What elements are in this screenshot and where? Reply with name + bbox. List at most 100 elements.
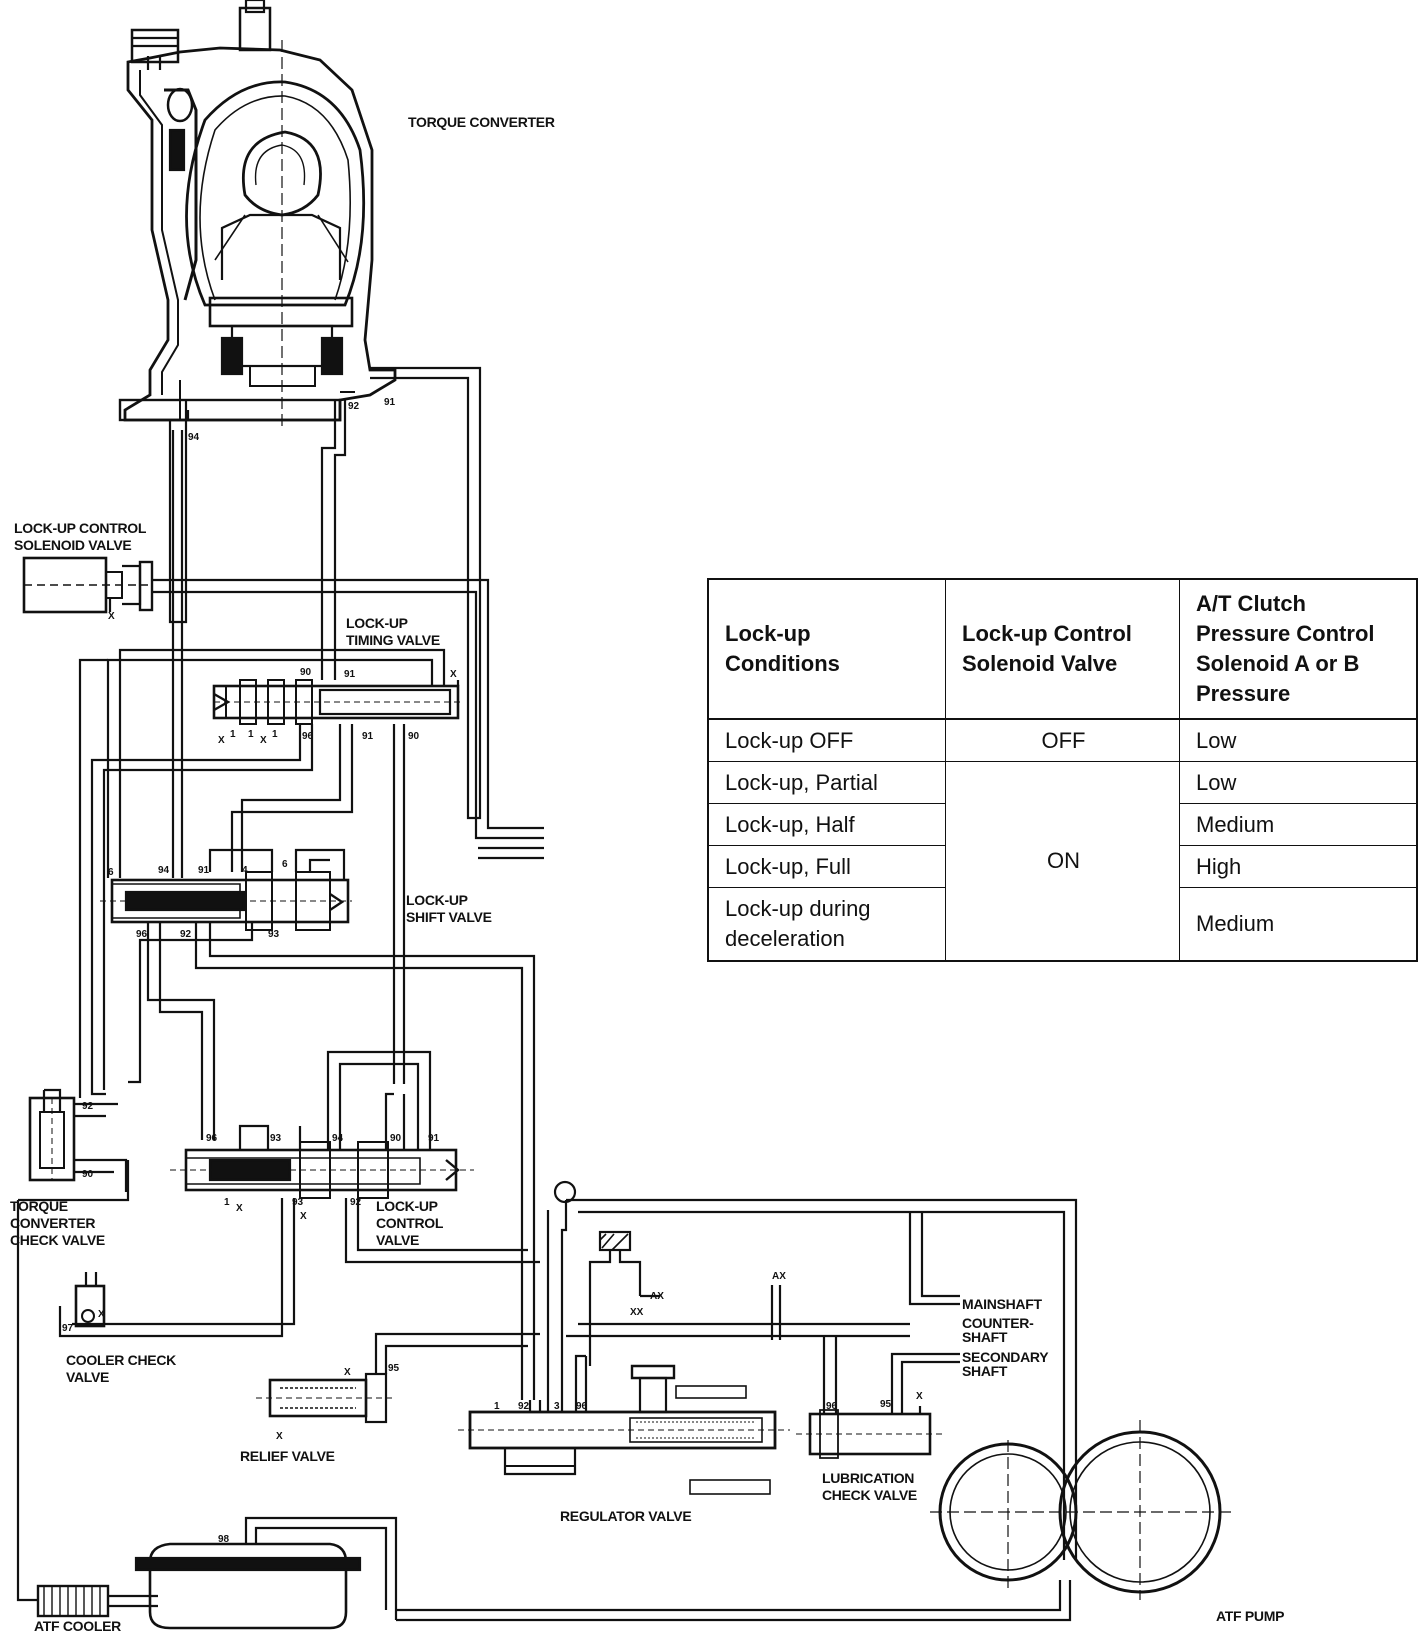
- lockup-timing-valve: [78, 648, 462, 1098]
- port-label: 6: [108, 867, 114, 878]
- lubrication-check-valve: [796, 1336, 960, 1459]
- port-label: X: [218, 735, 225, 746]
- table-cell: Medium: [1179, 803, 1418, 846]
- lockup-shift-valve-label: LOCK-UP SHIFT VALVE: [406, 892, 492, 925]
- lockup-control-valve: [58, 1050, 540, 1338]
- port-label: 91: [198, 865, 210, 876]
- atf-pump-label: ATF PUMP: [1216, 1608, 1285, 1624]
- torque-converter: [118, 0, 397, 430]
- port-label: 1: [224, 1197, 230, 1208]
- secondary-shaft-label: SECONDARY SHAFT: [962, 1349, 1049, 1379]
- port-label: 6: [282, 859, 288, 870]
- port-label: 92: [350, 1197, 362, 1208]
- port-label: 96: [302, 731, 314, 742]
- port-label: 90: [408, 731, 420, 742]
- table-cell: Low: [1179, 718, 1418, 762]
- table-cell: Lock-up OFF: [707, 718, 946, 762]
- table-cell: High: [1179, 845, 1418, 888]
- table-cell: Lock-up during deceleration: [707, 887, 946, 962]
- lockup-shift-valve: [100, 848, 536, 1400]
- relief-valve-label: RELIEF VALVE: [240, 1448, 335, 1464]
- lubrication-check-valve-label: LUBRICATION CHECK VALVE: [822, 1470, 917, 1503]
- port-label: 3: [554, 1401, 560, 1412]
- port-label: 1: [230, 729, 236, 740]
- port-label: X: [236, 1203, 243, 1214]
- table-cell: Lock-up, Half: [707, 803, 946, 846]
- port-label: 94: [158, 865, 170, 876]
- port-label: 93: [292, 1197, 304, 1208]
- table-row: Lock-up during deceleration Medium: [707, 887, 1418, 962]
- port-label: 91: [362, 731, 374, 742]
- port-label: 98: [218, 1534, 230, 1545]
- port-label: X: [450, 669, 457, 680]
- port-label: 1: [494, 1401, 500, 1412]
- port-label: X: [916, 1391, 923, 1402]
- torque-converter-check-valve: [16, 1088, 130, 1602]
- port-label: 96: [826, 1401, 838, 1412]
- port-label: 96: [136, 929, 148, 940]
- torque-converter-check-valve-label: TORQUE CONVERTER CHECK VALVE: [10, 1198, 105, 1248]
- countershaft-label: COUNTER- SHAFT: [962, 1315, 1034, 1345]
- port-label: 90: [390, 1133, 402, 1144]
- port-label: 93: [268, 929, 280, 940]
- lockup-conditions-table: Lock-up Conditions Lock-up Control Solen…: [707, 578, 1418, 962]
- port-label: 96: [206, 1133, 218, 1144]
- port-label: 94: [188, 432, 200, 443]
- table-cell: Medium: [1179, 887, 1418, 962]
- cooler-check-valve-label: COOLER CHECK VALVE: [66, 1352, 176, 1385]
- table-header-row: Lock-up Conditions Lock-up Control Solen…: [707, 578, 1418, 720]
- table-row: Lock-up, Half Medium: [707, 803, 1418, 846]
- lockup-control-valve-label: LOCK-UP CONTROL VALVE: [376, 1198, 444, 1248]
- mainshaft-label: MAINSHAFT: [962, 1296, 1042, 1312]
- atf-cooler-label: ATF COOLER: [34, 1618, 121, 1634]
- passages-upper: [160, 366, 544, 878]
- port-label: 97: [62, 1323, 74, 1334]
- port-label: 1: [272, 729, 278, 740]
- port-label: 91: [384, 397, 396, 408]
- port-label: X: [344, 1367, 351, 1378]
- lockup-solenoid-valve: [22, 556, 160, 614]
- table-header: Lock-up Control Solenoid Valve: [945, 578, 1180, 720]
- port-label: AX: [772, 1271, 786, 1282]
- port-label: 1: [248, 729, 254, 740]
- port-label: 92: [348, 401, 360, 412]
- port-label: X: [260, 735, 267, 746]
- port-label: 90: [300, 667, 312, 678]
- port-label: AX: [650, 1291, 664, 1302]
- table-row: Lock-up, Full High: [707, 845, 1418, 888]
- port-label: 92: [180, 929, 192, 940]
- table-cell: Low: [1179, 761, 1418, 804]
- relief-valve: [256, 1332, 540, 1424]
- table-cell: Lock-up, Full: [707, 845, 946, 888]
- lockup-timing-valve-label: LOCK-UP TIMING VALVE: [346, 615, 440, 648]
- regulator-valve-label: REGULATOR VALVE: [560, 1508, 692, 1524]
- lockup-solenoid-label: LOCK-UP CONTROL SOLENOID VALVE: [14, 520, 147, 553]
- port-label: 92: [82, 1101, 94, 1112]
- table-cell: ON: [945, 761, 1180, 962]
- port-label: 93: [270, 1133, 282, 1144]
- table-row: Lock-up OFF OFF Low: [707, 718, 1418, 762]
- atf-pump: [396, 1420, 1232, 1622]
- port-label: 91: [428, 1133, 440, 1144]
- port-label: 96: [576, 1401, 588, 1412]
- port-label: X: [300, 1211, 307, 1222]
- table-cell: Lock-up, Partial: [707, 761, 946, 804]
- table-row: Lock-up, Partial ON Low: [707, 761, 1418, 962]
- port-label: 95: [880, 1399, 892, 1410]
- port-label: XX: [630, 1307, 644, 1318]
- table-cell: OFF: [945, 718, 1180, 762]
- port-label: 4: [242, 865, 248, 876]
- cooler-check-valve: [74, 1272, 106, 1328]
- port-label: 92: [518, 1401, 530, 1412]
- port-label: X: [108, 611, 115, 622]
- table-header: A/T Clutch Pressure Control Solenoid A o…: [1179, 578, 1418, 720]
- port-label: 90: [82, 1169, 94, 1180]
- port-label: X: [276, 1431, 283, 1442]
- regulator-valve: [458, 1180, 1078, 1560]
- atf-cooler: [36, 1516, 398, 1630]
- port-label: 95: [388, 1363, 400, 1374]
- table-header: Lock-up Conditions: [707, 578, 946, 720]
- port-label: 91: [344, 669, 356, 680]
- port-label: X: [98, 1309, 105, 1320]
